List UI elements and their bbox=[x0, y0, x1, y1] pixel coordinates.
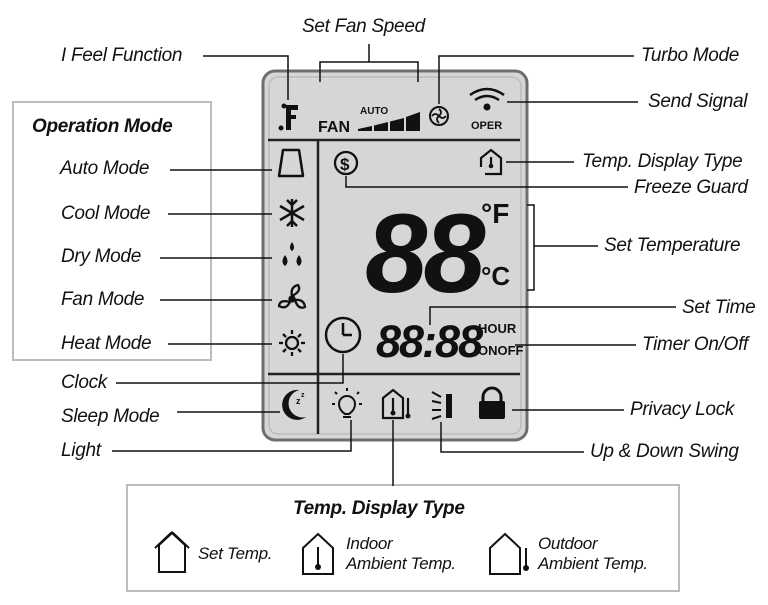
temp-display-type-icon bbox=[479, 148, 503, 176]
label-temp-display-type: Temp. Display Type bbox=[582, 151, 743, 172]
fan-speed-bars-icon bbox=[358, 112, 420, 131]
lcd-auto-text: AUTO bbox=[360, 106, 388, 117]
swing-icon bbox=[431, 391, 452, 420]
heat-mode-icon bbox=[279, 330, 305, 356]
label-fan-mode: Fan Mode bbox=[61, 289, 145, 310]
fan-mode-icon bbox=[277, 283, 307, 309]
svg-text:$: $ bbox=[340, 155, 350, 174]
lcd-fan-text: FAN bbox=[318, 119, 350, 136]
lcd-unit-f: °F bbox=[481, 198, 509, 229]
clock-icon bbox=[324, 316, 362, 354]
legend-set-temp: Set Temp. bbox=[198, 544, 273, 563]
signal-icon bbox=[469, 87, 505, 111]
legend-outdoor-line1: Outdoor bbox=[538, 534, 598, 553]
label-timer-on-off: Timer On/Off bbox=[642, 334, 749, 355]
legend-set-temp-icon bbox=[154, 531, 190, 573]
label-set-time: Set Time bbox=[682, 297, 756, 318]
privacy-lock-icon bbox=[479, 386, 505, 419]
lcd-screen bbox=[261, 69, 529, 442]
legend-indoor-line1: Indoor bbox=[346, 534, 393, 553]
label-set-fan-speed: Set Fan Speed bbox=[302, 16, 425, 37]
lcd-oper-text: OPER bbox=[471, 120, 502, 132]
label-cool-mode: Cool Mode bbox=[61, 203, 151, 224]
label-sleep-mode: Sleep Mode bbox=[61, 406, 160, 427]
auto-mode-icon bbox=[277, 148, 305, 178]
light-icon bbox=[332, 388, 362, 418]
sleep-mode-icon: z z bbox=[282, 389, 306, 420]
label-clock: Clock bbox=[61, 372, 108, 393]
lcd-temperature-digits: 88 bbox=[365, 191, 486, 316]
temp-display-legend-box bbox=[126, 484, 680, 592]
label-set-temperature: Set Temperature bbox=[604, 235, 741, 256]
svg-text:z: z bbox=[301, 392, 305, 399]
label-freeze-guard: Freeze Guard bbox=[634, 177, 748, 198]
svg-text:z: z bbox=[296, 396, 301, 406]
label-light: Light bbox=[61, 440, 101, 461]
operation-mode-title: Operation Mode bbox=[32, 116, 173, 137]
label-auto-mode: Auto Mode bbox=[60, 158, 150, 179]
label-turbo-mode: Turbo Mode bbox=[641, 45, 740, 66]
lcd-unit-c: °C bbox=[481, 261, 510, 291]
lcd-onoff-text: ONOFF bbox=[478, 343, 524, 358]
legend-indoor-temp-icon bbox=[302, 532, 334, 575]
label-up-down-swing: Up & Down Swing bbox=[590, 441, 739, 462]
cool-mode-icon bbox=[279, 199, 305, 227]
operation-mode-box bbox=[12, 101, 212, 361]
freeze-guard-icon: $ bbox=[333, 150, 359, 176]
leader-lines bbox=[112, 44, 676, 486]
i-feel-icon bbox=[278, 103, 298, 131]
dry-mode-icon bbox=[282, 242, 302, 266]
label-send-signal: Send Signal bbox=[648, 91, 748, 112]
indoor-temp-lcd-icon bbox=[381, 388, 411, 420]
legend-indoor-line2: Ambient Temp. bbox=[346, 554, 456, 573]
label-i-feel-function: I Feel Function bbox=[61, 45, 183, 66]
lcd-hour-text: HOUR bbox=[478, 321, 517, 336]
legend-outdoor-temp-icon bbox=[489, 532, 529, 575]
label-privacy-lock: Privacy Lock bbox=[630, 399, 735, 420]
label-heat-mode: Heat Mode bbox=[61, 333, 152, 354]
legend-title: Temp. Display Type bbox=[293, 498, 465, 519]
turbo-icon bbox=[429, 106, 449, 126]
label-dry-mode: Dry Mode bbox=[61, 246, 141, 267]
legend-outdoor-line2: Ambient Temp. bbox=[538, 554, 648, 573]
